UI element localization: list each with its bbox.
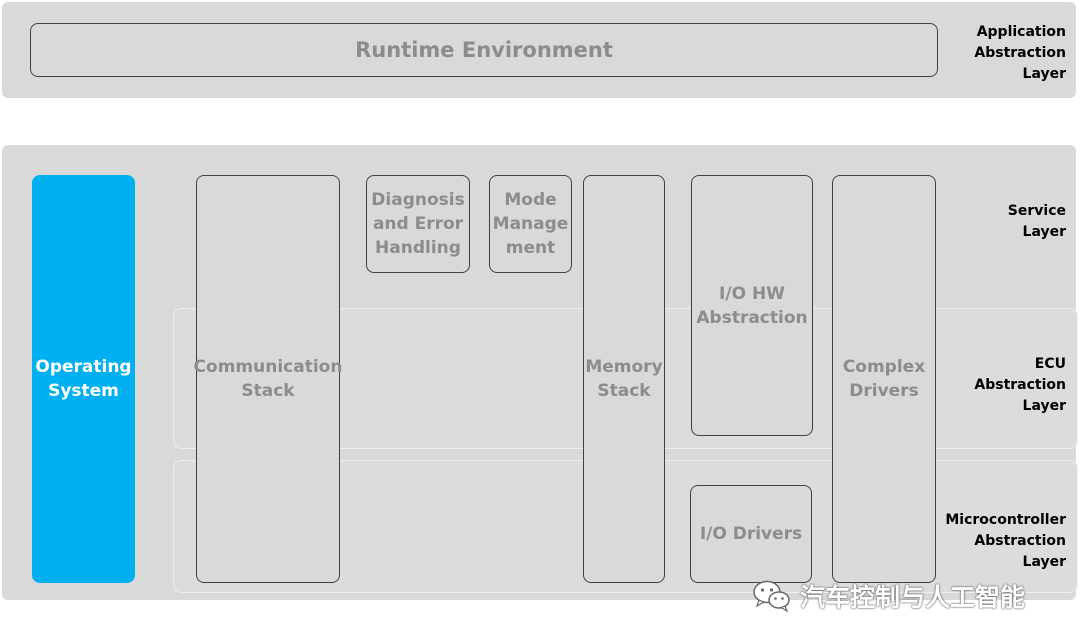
service-layer-label: Service Layer bbox=[1007, 203, 1066, 240]
ecu-abstraction-layer-label: ECU Abstraction Layer bbox=[974, 356, 1066, 414]
io-hw-abstraction-box: I/O HW Abstraction bbox=[691, 175, 813, 436]
memory-stack-box: Memory Stack bbox=[583, 175, 665, 583]
complex-drivers-box: Complex Drivers bbox=[832, 175, 936, 583]
communication-stack-box: Communication Stack bbox=[194, 175, 342, 583]
watermark: 汽车控制与人工智能 bbox=[752, 578, 1025, 614]
operating-system-box: Operating System bbox=[32, 175, 135, 583]
microcontroller-abstraction-layer-label: Microcontroller Abstraction Layer bbox=[945, 512, 1066, 570]
io-drivers-box: I/O Drivers bbox=[690, 485, 812, 583]
wechat-icon bbox=[753, 580, 790, 613]
mode-management-box: Mode Manage ment bbox=[489, 175, 572, 273]
application-layer-label: Application Abstraction Layer bbox=[974, 24, 1066, 82]
watermark-text: 汽车控制与人工智能 bbox=[800, 583, 1026, 612]
runtime-environment-box: Runtime Environment bbox=[30, 23, 938, 77]
diagnosis-error-handling-box: Diagnosis and Error Handling bbox=[366, 175, 470, 273]
